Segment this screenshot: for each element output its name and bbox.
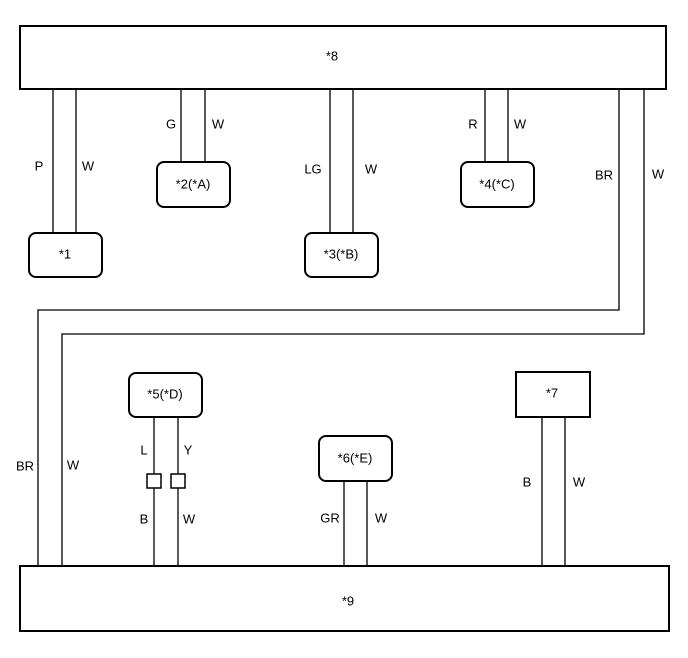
component-c6: *6(*E) [318, 435, 393, 482]
box-c4 [460, 161, 535, 208]
label-c2: *2(*A) [176, 176, 211, 191]
wire-label-c3-right: W [365, 161, 378, 176]
wire-label-c1-right: W [82, 158, 95, 173]
wire-br-harness [37, 89, 620, 566]
wire-label-c6-right: W [375, 510, 388, 525]
wire-label-c3-left: LG [304, 161, 321, 176]
box-c3 [304, 232, 379, 278]
box-c2 [156, 161, 231, 208]
label-c6: *6(*E) [338, 450, 373, 465]
box-c9 [19, 565, 670, 632]
box-c1 [28, 232, 103, 278]
label-c4: *4(*C) [479, 176, 514, 191]
wire-label-c4-right: W [514, 116, 527, 131]
label-c9: *9 [342, 593, 354, 608]
wire-labels: P W G W LG W R W BR W BR W L Y B W GR W … [16, 116, 665, 526]
component-c5: *5(*D) [128, 372, 203, 418]
box-c6 [318, 435, 393, 482]
component-c8: *8 [19, 25, 667, 90]
wire-label-top-br: BR [595, 167, 613, 182]
wires [37, 89, 645, 566]
component-c2: *2(*A) [156, 161, 231, 208]
wire-label-bottom-w: W [67, 457, 80, 472]
wire-label-c7-left: B [523, 474, 532, 489]
wire-label-bottom-br: BR [16, 458, 34, 473]
component-c1: *1 [28, 232, 103, 278]
label-c7: *7 [546, 385, 558, 400]
component-c3: *3(*B) [304, 232, 379, 278]
wire-label-c5-upper-left: L [140, 442, 147, 457]
box-c8 [19, 25, 667, 90]
wire-label-top-w: W [652, 166, 665, 181]
box-c7 [515, 371, 591, 418]
wire-label-c1-left: P [35, 158, 44, 173]
component-c9: *9 [19, 565, 670, 632]
wire-label-c7-right: W [573, 474, 586, 489]
label-c5: *5(*D) [147, 386, 182, 401]
connector-left [146, 473, 162, 489]
wire-label-c6-left: GR [320, 510, 340, 525]
wire-label-c4-left: R [468, 116, 477, 131]
wire-label-c2-right: W [212, 116, 225, 131]
wire-label-c5-lower-right: W [183, 511, 196, 526]
connector-right [170, 473, 186, 489]
wire-label-c5-upper-right: Y [184, 442, 193, 457]
component-c4: *4(*C) [460, 161, 535, 208]
label-c8: *8 [326, 48, 338, 63]
wire-label-c2-left: G [166, 116, 176, 131]
component-c7: *7 [515, 371, 591, 418]
label-c1: *1 [59, 246, 71, 261]
wire-label-c5-lower-left: B [140, 511, 149, 526]
wire-w-harness [61, 89, 645, 566]
label-c3: *3(*B) [324, 246, 359, 261]
box-c5 [128, 372, 203, 418]
